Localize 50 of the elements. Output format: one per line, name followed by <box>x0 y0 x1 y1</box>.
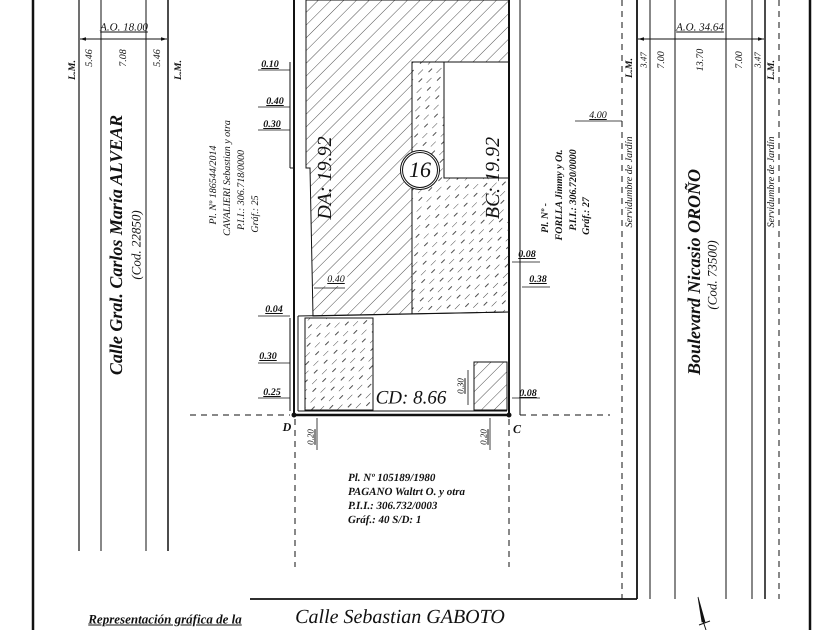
parcel-info: FORLLA Jimmy y Ot. <box>555 149 565 241</box>
street-name: Calle Gral. Carlos María ALVEAR <box>107 114 125 376</box>
dimension-label: 0.38 <box>529 275 547 285</box>
lot-side-label: BC: 19.92 <box>483 136 503 220</box>
municipal-line-label: L.M. <box>767 60 777 80</box>
lot-side-label: DA: 19.92 <box>315 136 335 220</box>
parcel-info: P.I.I.: 306.720/0000 <box>569 149 579 231</box>
dimension-label: 0.20 <box>480 429 488 445</box>
municipal-line-label: L.M. <box>68 60 78 80</box>
parcel-info: PAGANO Waltrt O. y otra <box>348 487 466 498</box>
dimension-label: 7.08 <box>119 49 129 67</box>
dimension-label: 0.20 <box>306 429 316 445</box>
dimension-label: 0.10 <box>261 60 279 70</box>
parcel-info: P.I.I.: 306.718/0000 <box>237 150 247 230</box>
dimension-label: 7.00 <box>735 51 745 69</box>
street-name: Boulevard Nicasio OROÑO <box>685 169 703 375</box>
dimension-label: 0.30 <box>263 120 281 130</box>
easement-label: Servidumbre de Jardín <box>767 136 777 228</box>
parcel-info: Pl. Nº - <box>541 203 551 233</box>
corner-label: D <box>282 421 292 433</box>
parcel-info: Gráf.: 25 <box>251 195 261 233</box>
street-name: Calle Sebastian GABOTO <box>295 607 505 627</box>
parcel-info: Pl. Nº 186544/2014 <box>209 146 219 224</box>
dimension-label: 3.47 <box>754 52 762 68</box>
dimension-label: 0.25 <box>263 388 281 398</box>
municipal-line-label: L.M. <box>174 60 184 80</box>
municipal-line-label: L.M. <box>625 58 635 78</box>
dimension-label: 0.04 <box>265 305 283 315</box>
street-code: (Cod. 73500) <box>706 240 718 310</box>
lot-number: 16 <box>409 157 431 183</box>
dimension-label: 5.46 <box>85 49 95 67</box>
dimension-label: 0.30 <box>456 378 466 394</box>
dimension-label: 13.70 <box>696 48 706 72</box>
parcel-info: CAVALIERI Sebastian y otra <box>223 120 233 236</box>
dimension-label: A.O. 34.64 <box>676 22 724 34</box>
caption-heading: Representación gráfica de la <box>88 612 242 626</box>
parcel-info: P.I.I.: 306.732/0003 <box>348 501 438 512</box>
street-code: (Cod. 22850) <box>130 210 142 280</box>
dimension-label: 5.46 <box>153 49 163 67</box>
corner-label: C <box>513 423 521 435</box>
parcel-info: Gráf.: 40 S/D: 1 <box>348 515 422 526</box>
dimension-label: 4.00 <box>589 111 607 121</box>
easement-label: Servidumbre de Jardín <box>625 136 635 228</box>
parcel-info: Pl. Nº 105189/1980 <box>348 473 436 484</box>
dimension-label: 0.40 <box>266 97 284 107</box>
dimension-label: 0.40 <box>325 274 347 286</box>
parcel-info: Gráf.: 27 <box>582 197 592 235</box>
dimension-label: 7.00 <box>657 51 667 69</box>
dimension-label: 0.30 <box>259 352 277 362</box>
dimension-label: 3.47 <box>640 52 648 68</box>
